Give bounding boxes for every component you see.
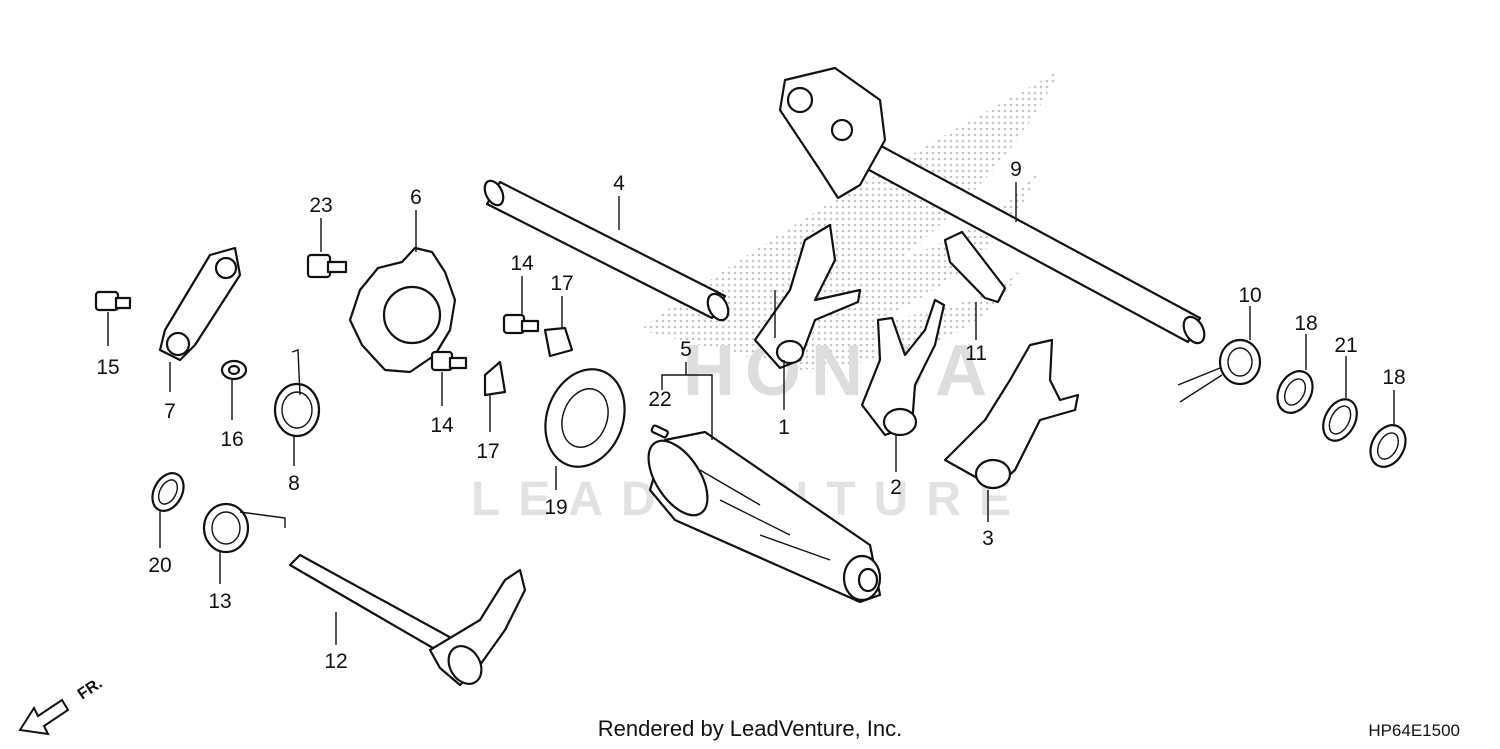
part-11-bolt[interactable] <box>943 230 1007 304</box>
callout-10[interactable]: 10 <box>1238 284 1261 307</box>
callout-14-upper[interactable]: 14 <box>510 252 534 275</box>
callout-1[interactable]: 1 <box>778 416 790 439</box>
part-7-stopper-arm[interactable] <box>158 246 242 362</box>
callout-19[interactable]: 19 <box>544 496 567 519</box>
part-4-guide-shaft[interactable] <box>481 178 732 324</box>
part-1-shift-fork[interactable] <box>753 223 862 370</box>
callout-labels: 1 2 3 4 5 6 7 8 9 10 11 12 13 14 14 15 1… <box>96 158 1405 673</box>
callout-18-left[interactable]: 18 <box>1294 312 1317 335</box>
callout-6[interactable]: 6 <box>410 186 422 209</box>
callout-2[interactable]: 2 <box>890 476 902 499</box>
callout-7[interactable]: 7 <box>164 400 176 423</box>
callout-17-lower[interactable]: 17 <box>476 440 499 463</box>
part-2-shift-fork[interactable] <box>860 298 946 437</box>
part-16-washer[interactable] <box>220 359 248 381</box>
part-9-shift-fork-shaft[interactable] <box>778 66 1209 347</box>
callout-17-upper[interactable]: 17 <box>550 272 573 295</box>
part-10-spring[interactable] <box>1177 338 1262 403</box>
part-17-plate-lower[interactable] <box>483 360 507 397</box>
part-5-shift-drum[interactable] <box>637 430 882 604</box>
callout-9[interactable]: 9 <box>1010 158 1022 181</box>
part-18-washer-left[interactable] <box>1271 365 1320 419</box>
part-8-return-spring[interactable] <box>273 349 321 438</box>
part-22-pin[interactable] <box>650 424 669 439</box>
part-14-bolt-lower[interactable] <box>430 350 468 372</box>
honda-wing-watermark <box>640 70 1060 370</box>
leader-lines <box>107 182 1395 645</box>
callout-14-lower[interactable]: 14 <box>430 414 454 437</box>
part-6-shift-drum-center[interactable] <box>348 246 457 374</box>
part-17-plate-upper[interactable] <box>543 326 574 358</box>
part-23-bolt[interactable] <box>306 253 348 279</box>
callout-22[interactable]: 22 <box>648 388 671 411</box>
brand-watermark: HONDA <box>683 331 997 411</box>
callout-21[interactable]: 21 <box>1334 334 1357 357</box>
part-13-spring[interactable] <box>202 502 286 554</box>
part-18-washer-right[interactable] <box>1364 419 1413 473</box>
credit-text: Rendered by LeadVenture, Inc. <box>597 716 903 741</box>
front-label: FR. <box>75 675 106 704</box>
callout-8[interactable]: 8 <box>288 472 300 495</box>
callout-18-right[interactable]: 18 <box>1382 366 1405 389</box>
callout-23[interactable]: 23 <box>309 194 332 217</box>
callout-12[interactable]: 12 <box>324 650 347 673</box>
callout-11[interactable]: 11 <box>965 342 987 365</box>
part-14-bolt-upper[interactable] <box>502 313 540 335</box>
callout-13[interactable]: 13 <box>208 590 231 613</box>
part-19-bearing[interactable] <box>532 358 638 478</box>
callout-15[interactable]: 15 <box>96 356 119 379</box>
part-21-circlip[interactable] <box>1316 394 1363 447</box>
callout-5[interactable]: 5 <box>680 338 692 361</box>
part-15-bolt[interactable] <box>94 290 132 312</box>
part-3-shift-fork[interactable] <box>943 338 1080 490</box>
diagram-code: HP64E1500 <box>1368 721 1460 740</box>
callout-4[interactable]: 4 <box>613 172 625 195</box>
part-20-circlip[interactable] <box>146 468 190 516</box>
callout-3[interactable]: 3 <box>982 527 994 550</box>
callout-16[interactable]: 16 <box>220 428 243 451</box>
callout-20[interactable]: 20 <box>148 554 171 577</box>
part-12-gearshift-spindle[interactable] <box>288 553 527 690</box>
